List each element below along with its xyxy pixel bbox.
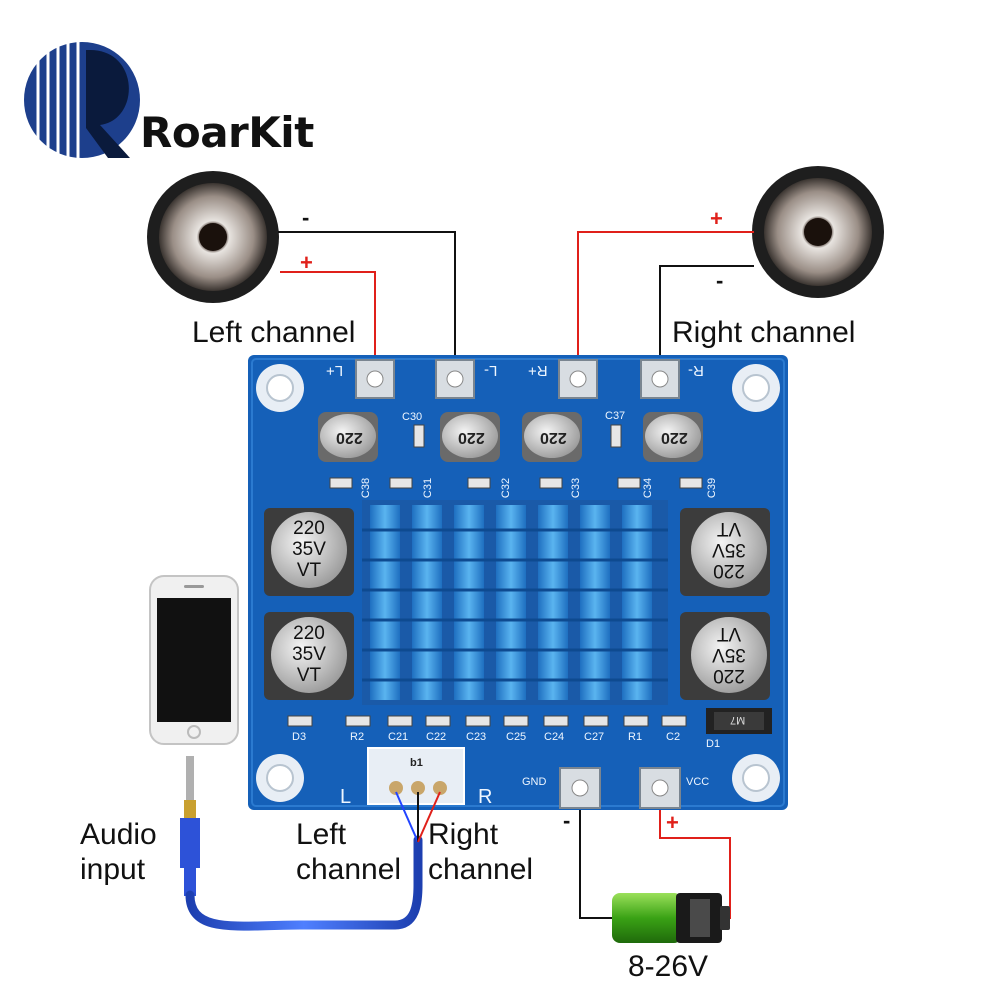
speaker-terminals [355, 359, 680, 399]
left-input-label-line1: Left [296, 818, 347, 851]
ref-c27: C27 [584, 731, 605, 743]
small-capacitors [318, 412, 703, 462]
power-plus: + [666, 810, 679, 835]
amplifier-board [248, 355, 788, 810]
cap-value-4: 220 [661, 429, 688, 446]
cap-value-3: 220 [540, 429, 567, 446]
power-minus: - [563, 808, 571, 833]
smd-components [287, 424, 703, 727]
right-input-label-line2: channel [428, 853, 534, 886]
ref-c39: C39 [706, 477, 719, 499]
ref-m7: M7 [730, 714, 746, 726]
ref-c32: C32 [500, 477, 513, 499]
input-wires [395, 791, 441, 843]
battery-icon [612, 893, 730, 943]
ref-d1: D1 [706, 738, 721, 750]
input-label-left: L [340, 786, 352, 808]
audio-jack [180, 756, 200, 896]
audio-cable [185, 835, 423, 931]
right-speaker [752, 166, 884, 298]
brand-name: RoarKit [140, 108, 314, 157]
left-speaker-label: Left channel [192, 316, 356, 349]
left-input-label-line2: channel [296, 853, 402, 886]
large-capacitors [264, 508, 770, 700]
ref-c34: C34 [642, 477, 655, 499]
terminal-label-gnd: GND [522, 776, 547, 788]
cap-value-2: 220 [458, 429, 485, 446]
terminal-label-r-plus: R+ [528, 362, 548, 379]
ref-c22: C22 [426, 731, 447, 743]
ref-c2: C2 [666, 731, 681, 743]
ref-c24: C24 [544, 731, 565, 743]
heatsink [362, 500, 668, 705]
terminal-label-r-minus: R- [688, 362, 704, 379]
terminal-label-l-plus: L+ [326, 362, 344, 379]
voltage-range-label: 8-26V [628, 950, 709, 983]
mounting-holes [256, 364, 780, 802]
ref-r2: R2 [350, 731, 365, 743]
audio-input-label-line1: Audio [80, 818, 157, 851]
roarkit-logo-icon [24, 42, 140, 158]
ref-c25: C25 [506, 731, 527, 743]
ref-c37: C37 [605, 410, 626, 422]
right-input-label-line1: Right [428, 818, 499, 851]
right-speaker-minus: - [716, 268, 724, 293]
left-speaker-plus: + [300, 250, 313, 275]
ref-r1: R1 [628, 731, 643, 743]
left-speaker-minus: - [302, 205, 310, 230]
ref-c30: C30 [402, 411, 423, 423]
input-header [367, 747, 465, 805]
ref-d3: D3 [292, 731, 307, 743]
audio-input-label-line2: input [80, 853, 146, 886]
ref-c33: C33 [570, 477, 583, 499]
ref-c31: C31 [422, 477, 435, 499]
smartphone [149, 575, 239, 745]
ref-c21: C21 [388, 731, 409, 743]
ref-c38: C38 [360, 477, 373, 499]
power-terminals [559, 767, 681, 809]
right-speaker-plus: + [710, 206, 723, 231]
input-label-right: R [478, 786, 493, 808]
input-header-name: b1 [410, 757, 423, 769]
right-speaker-label: Right channel [672, 316, 856, 349]
left-speaker [147, 171, 279, 303]
cap-value-1: 220 [336, 429, 363, 446]
speaker-wires [278, 231, 754, 378]
ref-c23: C23 [466, 731, 487, 743]
terminal-label-vcc: VCC [686, 776, 710, 788]
terminal-label-l-minus: L- [484, 362, 498, 379]
